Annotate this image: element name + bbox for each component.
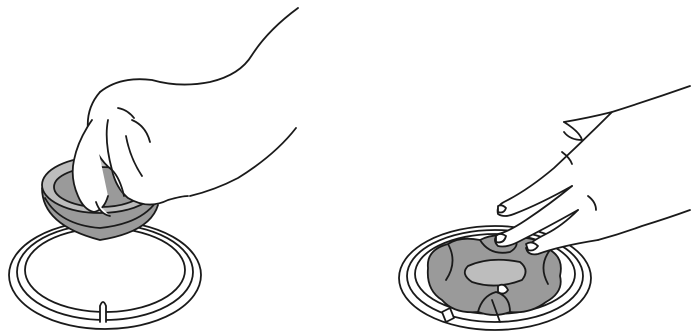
hand-lifting-burner-cap-icon bbox=[0, 0, 350, 335]
panel-lift-cap bbox=[0, 0, 350, 335]
hand-placing-burner-head-icon bbox=[350, 0, 697, 335]
panel-place-head bbox=[350, 0, 697, 335]
hand-right bbox=[495, 86, 690, 254]
